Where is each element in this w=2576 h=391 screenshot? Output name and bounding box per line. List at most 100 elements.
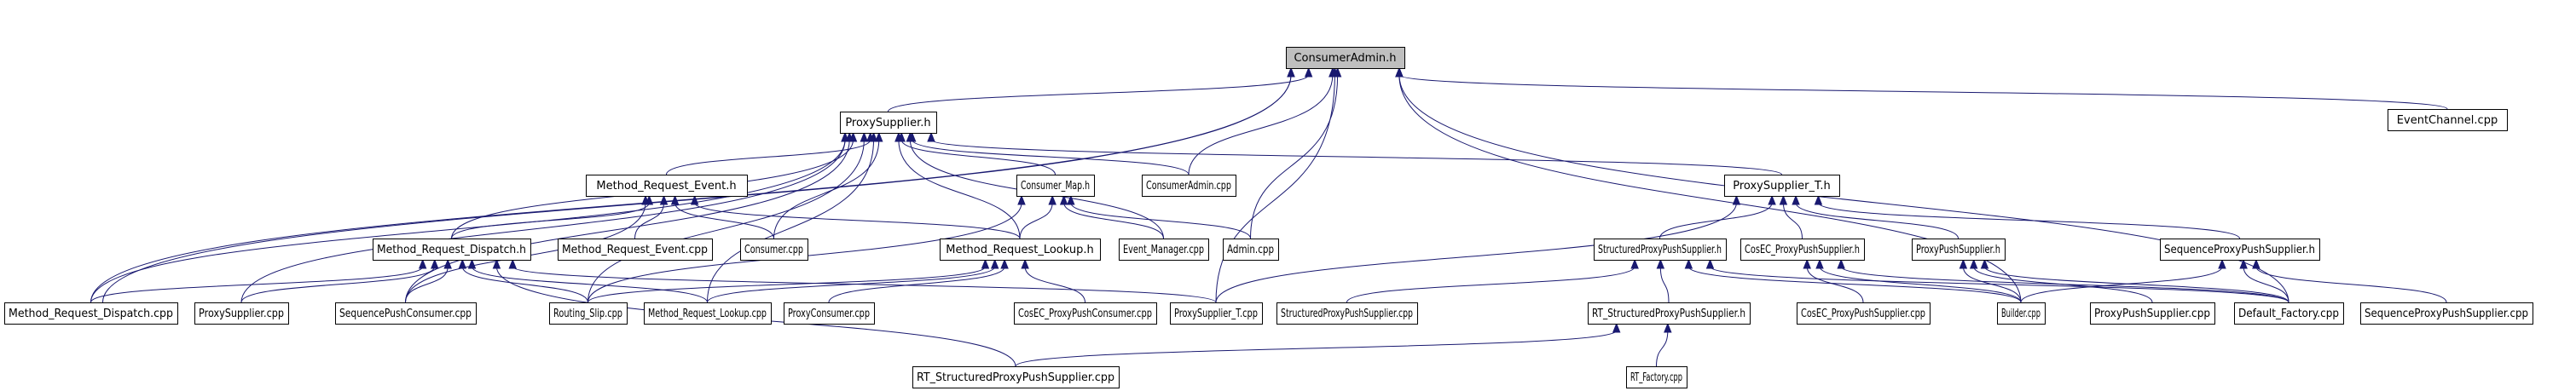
arrowhead-icon [1304,66,1313,78]
node-rt-structuredproxypushsupplier-cpp[interactable]: RT_StructuredProxyPushSupplier.cpp [912,366,1120,388]
node-consumeradmin-cpp[interactable]: ConsumerAdmin.cpp [1142,175,1236,197]
node-proxypushsupplier-cpp[interactable]: ProxyPushSupplier.cpp [2090,302,2215,325]
edge-line [2243,266,2289,303]
node-box [1912,239,2006,261]
arrowhead-icon [1792,194,1800,205]
edge-line [1250,74,1339,239]
node-builder-cpp[interactable]: Builder.cpp [1997,302,2046,325]
node-rt-factory-cpp[interactable]: RT_Factory.cpp [1626,366,1687,388]
node-proxypushsupplier-h[interactable]: ProxyPushSupplier.h [1912,239,2006,261]
node-box [644,302,772,325]
arrowhead-icon [1803,258,1811,269]
edge-sequenceproxypushsupplier_cpp-to-sequenceproxypushsupplier_h [2252,258,2447,303]
node-box [2234,302,2344,325]
arrowhead-icon [1630,258,1639,269]
arrowhead-icon [467,258,477,269]
node-proxysupplier-h[interactable]: ProxySupplier.h [840,112,937,134]
node-label: EventChannel.cpp [2397,114,2498,127]
arrowhead-icon [894,131,903,142]
edge-method_request_lookup_h-to-method_request_event_h [690,194,1021,239]
node-box [549,302,628,325]
edge-line [1659,266,1670,303]
node-cosec-proxypushconsumer-cpp[interactable]: CosEC_ProxyPushConsumer.cpp [1014,302,1157,325]
edge-structuredproxypushsupplier_cpp-to-structuredproxypushsupplier_h [1346,258,1639,303]
node-method-request-dispatch-cpp[interactable]: Method_Request_Dispatch.cpp [4,302,178,325]
arrowhead-icon [927,131,935,142]
edge-rt_structuredproxypushsupplier_h-to-structuredproxypushsupplier_h [1656,258,1670,303]
edge-structuredproxypushsupplier_h-to-proxysupplier_t_h [1659,194,1776,239]
node-proxysupplier-t-h[interactable]: ProxySupplier_T.h [1724,175,1840,197]
node-consumer-map-h[interactable]: Consumer_Map.h [1016,175,1095,197]
node-box [1014,302,1157,325]
edge-line [1346,266,1635,303]
arrowhead-icon [1017,194,1026,205]
node-default-factory-cpp[interactable]: Default_Factory.cpp [2234,302,2344,325]
node-box [940,239,1101,261]
edge-builder_cpp-to-sequenceproxypushsupplier_h [2020,258,2226,303]
edges-layer [90,66,2448,367]
node-box [1119,239,1209,261]
arrowhead-icon [1959,258,1968,269]
edge-line [1984,266,2289,303]
edge-line [1817,202,2240,239]
node-label: SequenceProxyPushSupplier.h [2164,244,2315,256]
node-label: ConsumerAdmin.cpp [1146,180,1231,193]
edge-line [773,139,880,239]
node-structuredproxypushsupplier-h[interactable]: StructuredProxyPushSupplier.h [1594,239,1727,261]
edge-line [1024,266,1085,303]
node-method-request-event-h[interactable]: Method_Request_Event.h [586,175,748,197]
node-label: ProxyPushSupplier.cpp [2094,308,2210,320]
edge-line [90,139,846,303]
node-structuredproxypushsupplier-cpp[interactable]: StructuredProxyPushSupplier.cpp [1276,302,1418,325]
node-proxysupplier-t-cpp[interactable]: ProxySupplier_T.cpp [1170,302,1263,325]
edge-method_request_lookup_cpp-to-method_request_lookup_h [707,258,999,303]
node-label: SequencePushConsumer.cpp [339,308,472,320]
edge-proxysupplier_h-to-consumeradmin_h [888,66,1313,112]
node-event-manager-cpp[interactable]: Event_Manager.cpp [1119,239,1209,261]
node-cosec-proxypushsupplier-h[interactable]: CosEC_ProxyPushSupplier.h [1740,239,1865,261]
arrowhead-icon [1059,194,1068,205]
node-label: Event_Manager.cpp [1123,244,1204,256]
node-eventchannel-cpp[interactable]: EventChannel.cpp [2388,109,2508,131]
edge-sequencepushconsumer_cpp-to-method_request_dispatch_h [405,258,452,303]
node-method-request-lookup-h[interactable]: Method_Request_Lookup.h [940,239,1101,261]
node-proxyconsumer-cpp[interactable]: ProxyConsumer.cpp [784,302,875,325]
edge-line [1819,266,2022,303]
node-rt-structuredproxypushsupplier-h[interactable]: RT_StructuredProxyPushSupplier.h [1588,302,1751,325]
node-proxysupplier-cpp[interactable]: ProxySupplier.cpp [194,302,289,325]
node-box [1142,175,1236,197]
edge-line [102,74,1292,303]
edge-line [461,266,588,303]
node-consumer-cpp[interactable]: Consumer.cpp [740,239,808,261]
node-box [335,302,477,325]
arrowhead-icon [1000,258,1009,269]
edge-line [240,266,436,303]
node-method-request-event-cpp[interactable]: Method_Request_Event.cpp [558,239,713,261]
node-box [4,302,178,325]
node-method-request-dispatch-h[interactable]: Method_Request_Dispatch.h [373,239,531,261]
edge-builder_cpp-to-cosec_proxypushsupplier_h [1815,258,2022,303]
node-box [1223,239,1279,261]
node-method-request-lookup-cpp[interactable]: Method_Request_Lookup.cpp [644,302,772,325]
node-sequencepushconsumer-cpp[interactable]: SequencePushConsumer.cpp [335,302,477,325]
edge-line [588,139,865,303]
node-label: Method_Request_Event.h [596,180,736,193]
node-label: ProxySupplier.h [845,117,930,129]
node-sequenceproxypushsupplier-h[interactable]: SequenceProxyPushSupplier.h [2160,239,2320,261]
node-cosec-proxypushsupplier-cpp[interactable]: CosEC_ProxyPushSupplier.cpp [1797,302,1931,325]
edge-line [1806,266,1864,303]
nodes-layer: ConsumerAdmin.hEventChannel.cppProxySupp… [4,47,2533,388]
edge-builder_cpp-to-structuredproxypushsupplier_h [1684,258,2022,303]
edge-line [1687,266,2022,303]
node-consumeradmin-h: ConsumerAdmin.h [1286,47,1405,69]
edge-cosec_proxypushsupplier_cpp-to-cosec_proxypushsupplier_h [1803,258,1864,303]
node-routing-slip-cpp[interactable]: Routing_Slip.cpp [549,302,628,325]
node-box [1740,239,1865,261]
arrowhead-icon [1287,66,1295,78]
node-label: Method_Request_Lookup.cpp [648,308,767,320]
edge-line [694,202,1021,239]
edge-method_request_lookup_cpp-to-method_request_dispatch_h [467,258,708,303]
node-admin-cpp[interactable]: Admin.cpp [1223,239,1279,261]
node-sequenceproxypushsupplier-cpp[interactable]: SequenceProxyPushSupplier.cpp [2360,302,2533,325]
edge-line [707,139,875,303]
